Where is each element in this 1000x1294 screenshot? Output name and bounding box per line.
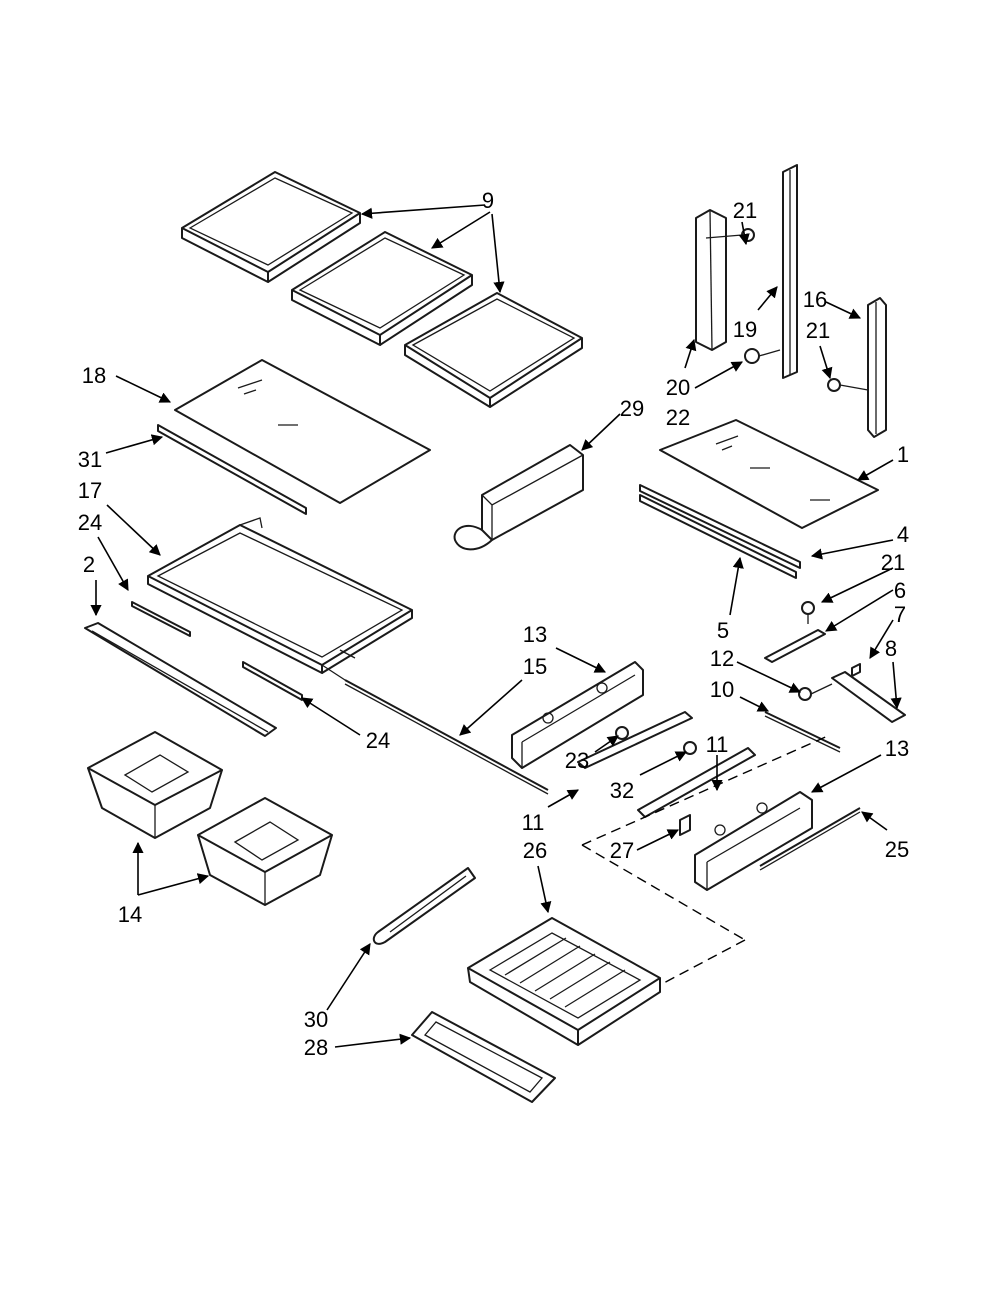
trim-part-4 [639, 484, 801, 569]
callout-23: 23 [565, 748, 589, 773]
callout-17: 17 [78, 478, 102, 503]
slide-rail-part-13 [511, 661, 644, 769]
bracket-part-6 [764, 629, 826, 663]
callout-9: 9 [482, 188, 494, 213]
callout-4: 4 [897, 522, 909, 547]
panel-part-28 [411, 1011, 556, 1103]
handle-part-30 [372, 867, 476, 945]
callout-24: 24 [366, 728, 390, 753]
callout-7: 7 [894, 602, 906, 627]
rod-part-15 [344, 679, 549, 795]
callout-26: 26 [523, 838, 547, 863]
callout-28: 28 [304, 1035, 328, 1060]
bracket-part-8 [831, 671, 906, 723]
screw-part-21 [705, 228, 755, 242]
callout-5: 5 [717, 618, 729, 643]
callout-27: 27 [610, 838, 634, 863]
callout-24: 24 [78, 510, 102, 535]
trim-strip-part-2 [84, 622, 277, 737]
assembly-lines [581, 734, 831, 986]
nut-part-22 [744, 348, 781, 364]
callout-25: 25 [885, 837, 909, 862]
callout-21: 21 [733, 198, 757, 223]
trim-part-5 [639, 494, 797, 579]
callout-1: 1 [897, 442, 909, 467]
callout-20: 20 [666, 375, 690, 400]
clip-part-12 [798, 683, 833, 701]
callout-14: 14 [118, 902, 142, 927]
screw-part-21-b [827, 378, 869, 392]
callout-31: 31 [78, 447, 102, 472]
callout-16: 16 [803, 287, 827, 312]
door-shelf-part-9 [181, 171, 583, 408]
crisper-drawer-part-14 [87, 731, 223, 839]
callout-29: 29 [620, 396, 644, 421]
shelf-frame-part-17 [147, 517, 413, 681]
screw-part-21-c [801, 601, 815, 624]
callout-12: 12 [710, 646, 734, 671]
screw-part-23 [615, 726, 629, 740]
rod-part-10 [764, 711, 841, 753]
callout-10: 10 [710, 677, 734, 702]
callout-13: 13 [885, 736, 909, 761]
callout-8: 8 [885, 636, 897, 661]
bracket-part-20 [695, 209, 727, 351]
callout-11: 11 [706, 732, 729, 757]
clip-part-27 [679, 814, 691, 836]
callout-19: 19 [733, 317, 757, 342]
callout-labels: 9 21 19 16 21 20 22 18 29 1 31 17 4 24 2… [78, 188, 909, 1060]
callout-18: 18 [82, 363, 106, 388]
callout-6: 6 [894, 578, 906, 603]
bracket-part-16 [867, 297, 887, 438]
callout-21: 21 [806, 318, 830, 343]
callout-22: 22 [666, 405, 690, 430]
callout-15: 15 [523, 654, 547, 679]
bracket-part-19 [782, 164, 798, 379]
slide-part-11-b [637, 747, 756, 818]
crisper-drawer-part-14-b [197, 797, 333, 906]
slide-part-11 [577, 711, 693, 769]
callout-21: 21 [881, 550, 905, 575]
clip-part-7 [851, 663, 861, 677]
slide-rail-part-13-b [694, 791, 813, 891]
leader-lines [90, 204, 902, 1048]
callout-2: 2 [83, 552, 95, 577]
callout-30: 30 [304, 1007, 328, 1032]
shelf-rail-part-24 [131, 601, 303, 701]
glass-shelf-part-18 [174, 359, 431, 504]
shelf-trim-part-31 [157, 424, 307, 515]
screw-part-32 [683, 741, 697, 755]
duct-cover-part-29 [453, 444, 584, 551]
callout-32: 32 [610, 778, 634, 803]
callout-11: 11 [522, 810, 545, 835]
rod-part-25 [759, 807, 861, 871]
glass-shelf-part-1 [659, 419, 879, 529]
callout-13: 13 [523, 622, 547, 647]
tray-part-26 [467, 917, 661, 1046]
